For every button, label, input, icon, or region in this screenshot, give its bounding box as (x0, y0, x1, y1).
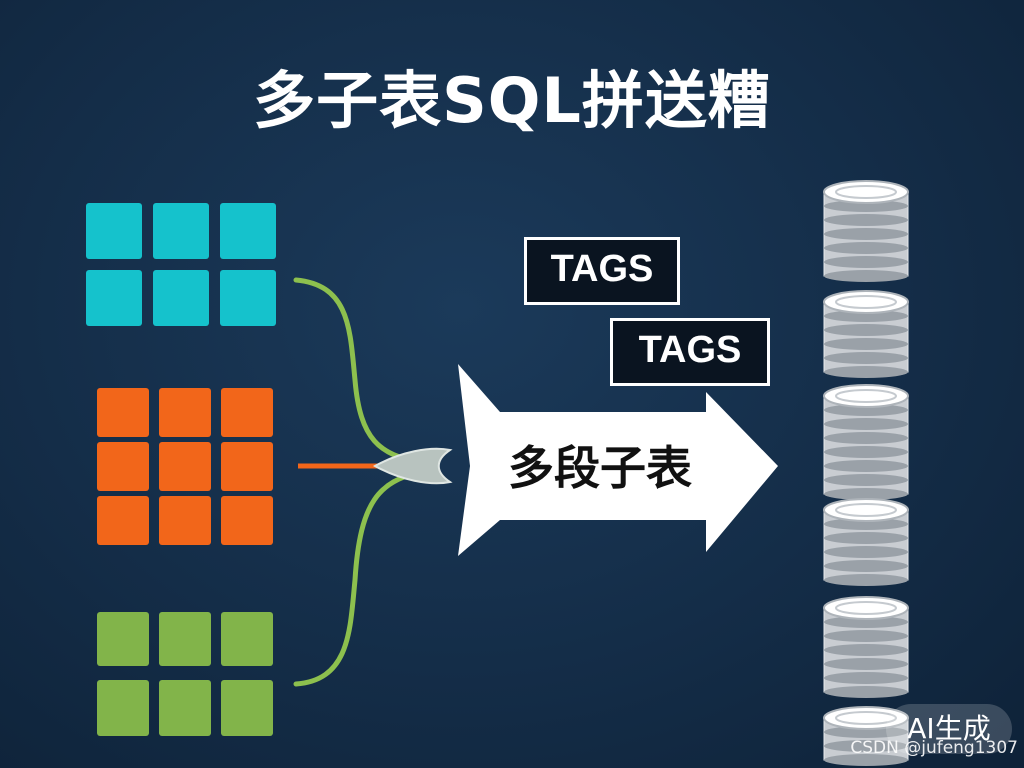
cyan-cell (220, 270, 276, 326)
cyan-table-grid (86, 203, 276, 326)
green-cell (97, 680, 149, 736)
green-cell (97, 612, 149, 666)
top-connector-curve (293, 277, 423, 465)
orange-table-grid (97, 388, 273, 545)
green-table-grid (97, 612, 273, 738)
green-cell (221, 612, 273, 666)
database-stack (823, 180, 909, 766)
cyan-cell (86, 270, 142, 326)
green-cell (221, 680, 273, 736)
bottom-connector-curve (293, 469, 423, 687)
orange-cell (97, 388, 149, 437)
connector-junction (372, 447, 453, 485)
cyan-cell (153, 203, 209, 259)
orange-cell (221, 442, 273, 491)
orange-cell (97, 496, 149, 545)
disk-top (823, 498, 909, 522)
page-title: 多子表SQL拼送糟 (253, 64, 771, 137)
green-cell (159, 680, 211, 736)
disk-group (823, 706, 909, 766)
watermark-credit: CSDN @jufeng1307 (850, 738, 1018, 758)
tag-label: TAGS (610, 318, 770, 386)
disk-group (823, 596, 909, 698)
tag-label: TAGS (524, 237, 680, 305)
cyan-cell (220, 203, 276, 259)
big-arrow-shape (458, 364, 778, 556)
green-cell (159, 612, 211, 666)
orange-cell (221, 496, 273, 545)
disk-top (823, 596, 909, 620)
orange-cell (159, 442, 211, 491)
arrow-label: 多段子表 (508, 441, 692, 495)
orange-cell (159, 388, 211, 437)
disk-top (823, 706, 909, 730)
cyan-cell (153, 270, 209, 326)
disk-top (823, 384, 909, 408)
orange-cell (159, 496, 211, 545)
cyan-cell (86, 203, 142, 259)
disk-group (823, 290, 909, 378)
orange-cell (221, 388, 273, 437)
disk-group (823, 180, 909, 282)
disk-group (823, 384, 909, 500)
orange-cell (97, 442, 149, 491)
disk-top (823, 290, 909, 314)
disk-group (823, 498, 909, 586)
ai-generated-badge: AI生成 (886, 704, 1012, 754)
disk-top (823, 180, 909, 204)
